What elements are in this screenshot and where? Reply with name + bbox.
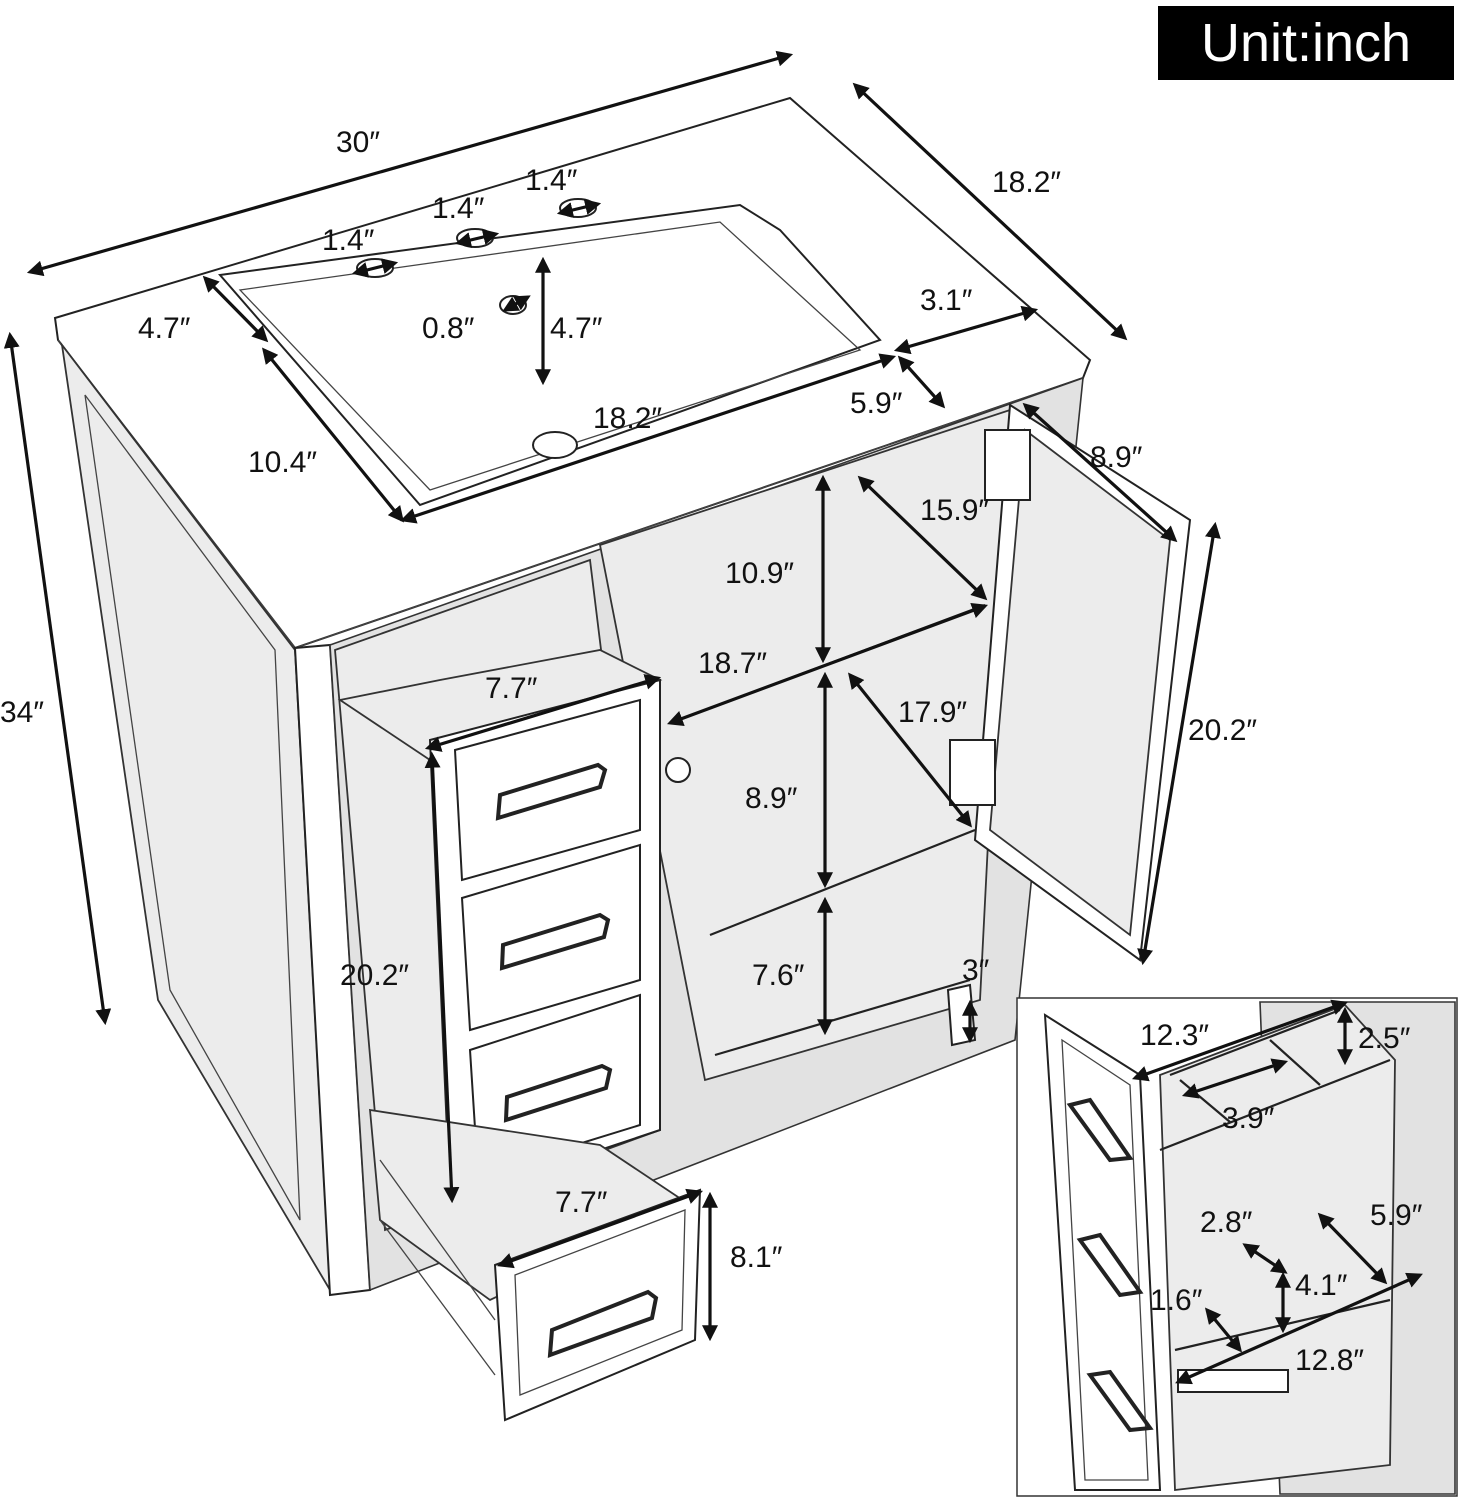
dim-depth: 18.2″ <box>992 166 1061 199</box>
dim-drawer-stack-height: 20.2″ <box>340 959 409 992</box>
drain-hole <box>532 431 578 459</box>
dim-faucet-hole-2: 1.4″ <box>432 192 485 225</box>
dim-inset-divider-width: 3.9″ <box>1222 1102 1275 1135</box>
inset-handle-1 <box>1066 1097 1134 1163</box>
inset-drawer-front <box>1043 1013 1162 1491</box>
door-hinge-bottom <box>949 739 996 806</box>
dimension-labels: 30″ 18.2″ 34″ 1.4″ 1.4″ 1.4″ 4.7″ 4.7″ 0… <box>0 126 1257 1274</box>
dim-faucet-hole-3: 1.4″ <box>525 164 578 197</box>
dim-upper-shelf-height: 10.9″ <box>725 557 794 590</box>
inset-drawer-detail: 12.3″ 2.5″ 3.9″ 2.8″ 5.9″ 4.1″ 1.6″ 12.8… <box>1016 997 1458 1497</box>
dim-door-height: 20.2″ <box>1188 714 1257 747</box>
dim-leg-height: 3″ <box>962 954 990 987</box>
dim-inset-tray-height: 2.5″ <box>1358 1022 1411 1055</box>
dim-inset-inner-height: 4.1″ <box>1295 1269 1348 1302</box>
door-knob <box>665 757 691 783</box>
dim-basin-length: 4.7″ <box>550 312 603 345</box>
dim-interior-width: 18.7″ <box>698 647 767 680</box>
dim-height: 34″ <box>0 696 44 729</box>
dim-inset-drawer-depth: 5.9″ <box>1370 1199 1423 1232</box>
dim-drawer-front-height: 8.1″ <box>730 1241 783 1274</box>
drawer-handle-1 <box>495 762 608 821</box>
dim-middle-shelf-height: 8.9″ <box>745 782 798 815</box>
drawer-handle-2 <box>499 912 611 971</box>
dim-basin-edge-offset: 4.7″ <box>138 312 191 345</box>
drawer-handle-3 <box>503 1063 613 1123</box>
dim-inset-side-height: 1.6″ <box>1150 1284 1203 1317</box>
dim-top-edge-right: 3.1″ <box>920 284 973 317</box>
drawer-front-2 <box>460 843 641 1032</box>
bottom-drawer-handle <box>547 1289 659 1358</box>
dim-door-width: 8.9″ <box>1090 441 1143 474</box>
inset-handle-2 <box>1076 1232 1144 1298</box>
dim-drawer-bottom-width: 7.7″ <box>555 1186 608 1219</box>
dim-drain-hole: 0.8″ <box>422 312 475 345</box>
door-hinge-top <box>984 429 1031 501</box>
inset-handle-3 <box>1086 1369 1154 1433</box>
dim-faucet-hole-1: 1.4″ <box>322 224 375 257</box>
middle-shelf <box>709 828 976 937</box>
dim-inset-drawer-length: 12.8″ <box>1295 1344 1364 1377</box>
dim-basin-depth: 10.4″ <box>248 446 317 479</box>
dim-cabinet-inner-depth: 15.9″ <box>920 494 989 527</box>
dim-inset-tray-width: 12.3″ <box>1140 1019 1209 1052</box>
drawer-stack <box>428 678 661 1202</box>
dimension-arrows <box>3 50 1221 1342</box>
unit-label: Unit:inch <box>1158 6 1454 80</box>
inset-drawer-box <box>1159 1003 1396 1492</box>
cabinet-body <box>53 96 1192 1422</box>
dim-bottom-shelf-height: 7.6″ <box>752 959 805 992</box>
dim-inset-compartment-depth: 2.8″ <box>1200 1206 1253 1239</box>
dim-basin-front-offset: 5.9″ <box>850 387 903 420</box>
dim-drawer-top-width: 7.7″ <box>485 672 538 705</box>
dim-basin-width: 18.2″ <box>593 402 662 435</box>
dim-lower-shelf-depth: 17.9″ <box>898 696 967 729</box>
dim-width: 30″ <box>336 126 380 159</box>
